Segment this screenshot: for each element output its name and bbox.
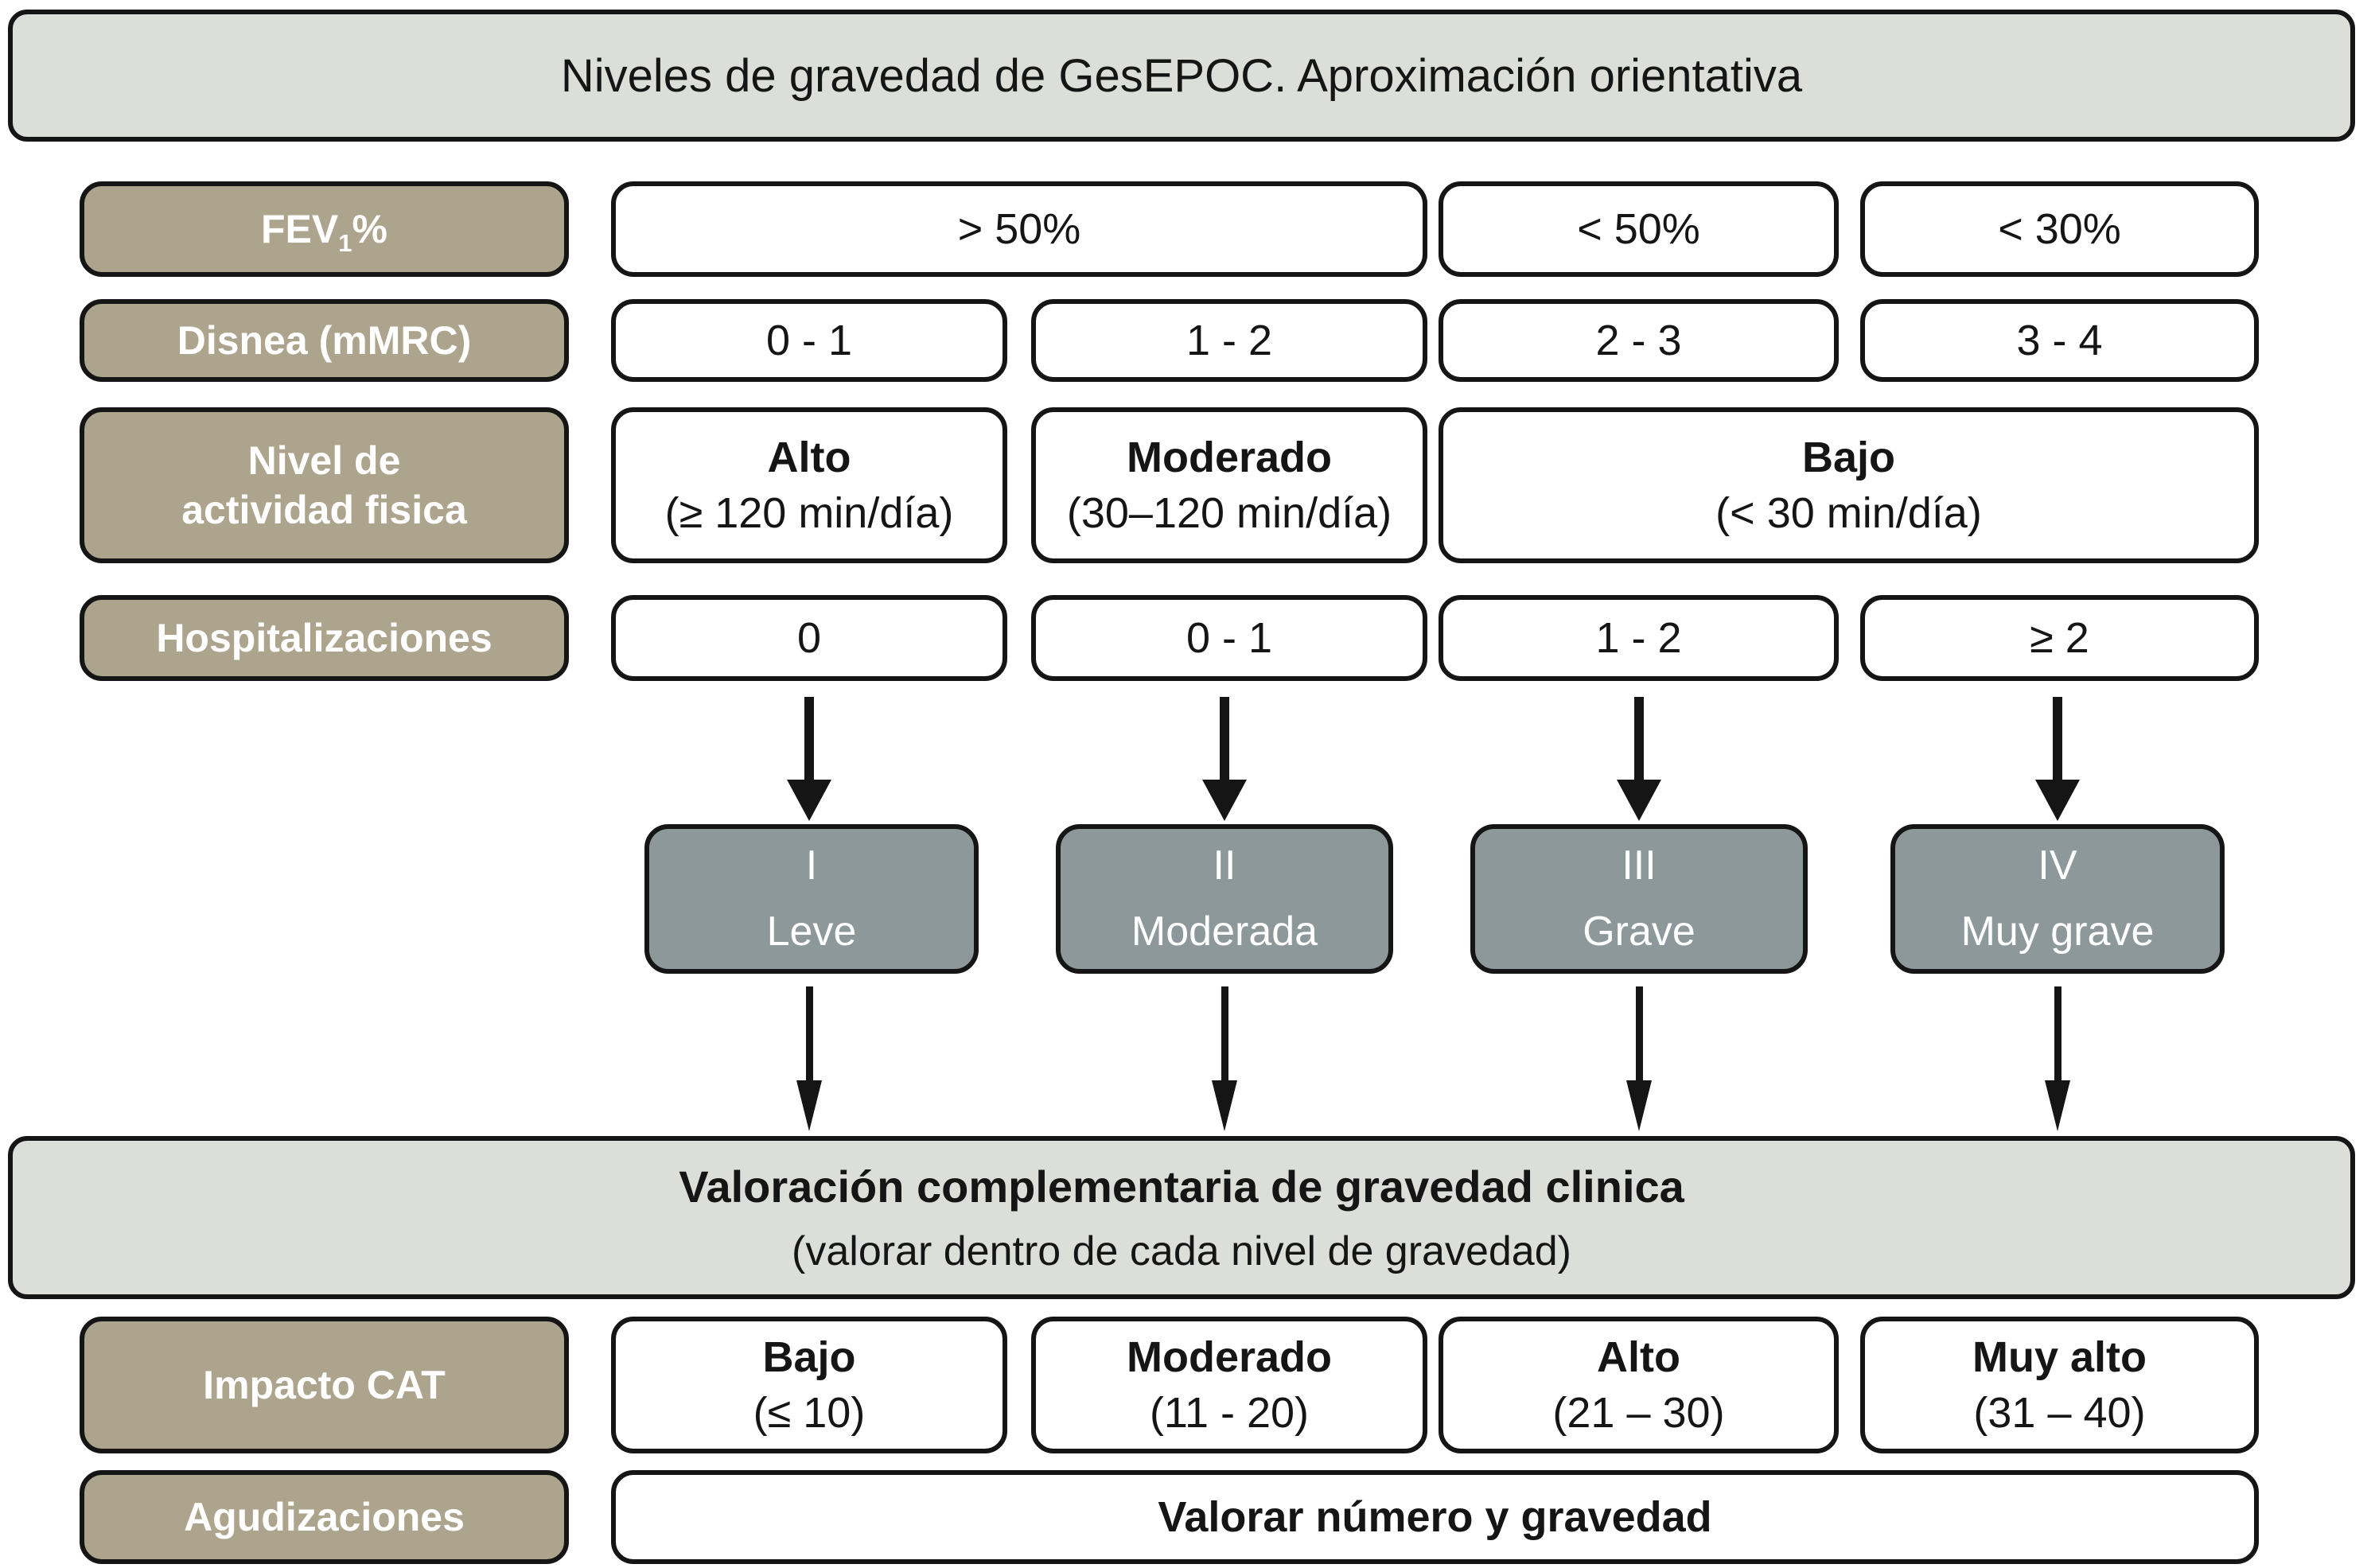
down-arrow-icon [1201,986,1248,1133]
cat-cell-muy-alto: Muy alto (31 – 40) [1860,1317,2259,1453]
cat-bajo-detail: (≤ 10) [753,1389,866,1437]
actividad-cell-alto: Alto (≥ 120 min/día) [611,407,1007,563]
fev1-cell-lt50-text: < 50% [1577,204,1700,253]
agudizaciones-label-text: Agudizaciones [184,1494,465,1539]
fev1-label-text: FEV1% [261,206,387,257]
cat-cell-bajo: Bajo (≤ 10) [611,1317,1007,1453]
severity-box-muy-grave: IV Muy grave [1890,824,2225,974]
hosp-cell-3-text: 1 - 2 [1595,613,1682,662]
severity-3-numeral: III [1622,842,1657,889]
disnea-cell-1: 0 - 1 [611,299,1007,382]
actividad-label-line1: Nivel de [247,438,401,483]
disnea-cell-3-text: 2 - 3 [1595,316,1682,364]
severity-3-name: Grave [1583,909,1696,955]
hospitalizaciones-label-text: Hospitalizaciones [156,615,492,660]
severity-box-moderada: II Moderada [1056,824,1393,974]
actividad-cell-bajo: Bajo (< 30 min/día) [1439,407,2259,563]
hosp-cell-1-text: 0 [796,613,822,662]
fev1-cell-lt50: < 50% [1439,181,1839,277]
row-label-disnea: Disnea (mMRC) [80,299,569,382]
impacto-cat-label-text: Impacto CAT [203,1362,446,1407]
band-title: Valoración complementaria de gravedad cl… [679,1161,1684,1212]
hosp-cell-2: 0 - 1 [1031,595,1427,681]
cat-moderado-detail: (11 - 20) [1149,1389,1310,1437]
fev1-cell-gt50: > 50% [611,181,1427,277]
cat-muy-alto-title: Muy alto [1972,1333,2147,1381]
disnea-cell-2: 1 - 2 [1031,299,1427,382]
cat-cell-moderado: Moderado (11 - 20) [1031,1317,1427,1453]
cat-moderado-title: Moderado [1126,1333,1332,1381]
hosp-cell-3: 1 - 2 [1439,595,1839,681]
cat-bajo-title: Bajo [762,1333,856,1381]
severity-2-name: Moderada [1131,909,1318,955]
severity-box-grave: III Grave [1470,824,1808,974]
cat-cell-alto: Alto (21 – 30) [1439,1317,1839,1453]
fev1-cell-lt30-text: < 30% [1998,204,2121,253]
agudizaciones-cell: Valorar número y gravedad [611,1470,2259,1564]
row-label-impacto-cat: Impacto CAT [80,1317,569,1453]
cat-alto-detail: (21 – 30) [1552,1389,1725,1437]
fev1-percent-sign: % [352,206,387,251]
hosp-cell-4-text: ≥ 2 [2030,613,2089,662]
down-arrow-icon [2034,697,2081,823]
down-arrow-icon [1615,697,1663,823]
row-label-agudizaciones: Agudizaciones [80,1470,569,1564]
actividad-alto-detail: (≥ 120 min/día) [664,489,954,537]
fev1-subscript: 1 [338,228,352,257]
row-label-actividad: Nivel de actividad fisica [80,407,569,563]
diagram-title-text: Niveles de gravedad de GesEPOC. Aproxima… [560,49,1803,102]
hosp-cell-1: 0 [611,595,1007,681]
disnea-cell-3: 2 - 3 [1439,299,1839,382]
down-arrow-icon [2034,986,2081,1133]
band-subtitle: (valorar dentro de cada nivel de graveda… [792,1228,1571,1274]
down-arrow-icon [1201,697,1248,823]
down-arrow-icon [785,697,833,823]
actividad-moderado-title: Moderado [1126,433,1332,481]
severity-4-name: Muy grave [1960,909,2155,955]
row-label-fev1: FEV1% [80,181,569,277]
hosp-cell-4: ≥ 2 [1860,595,2259,681]
severity-4-numeral: IV [2038,842,2077,889]
actividad-bajo-detail: (< 30 min/día) [1715,489,1982,537]
cat-alto-title: Alto [1597,1333,1680,1381]
disnea-cell-4: 3 - 4 [1860,299,2259,382]
fev1-cell-gt50-text: > 50% [957,204,1081,253]
fev1-cell-lt30: < 30% [1860,181,2259,277]
disnea-cell-1-text: 0 - 1 [765,316,853,364]
agudizaciones-cell-text: Valorar número y gravedad [1158,1492,1712,1541]
disnea-cell-4-text: 3 - 4 [2016,316,2103,364]
severity-2-numeral: II [1213,842,1236,889]
down-arrow-icon [1615,986,1663,1133]
severity-1-numeral: I [805,842,818,889]
down-arrow-icon [785,986,833,1133]
disnea-label-text: Disnea (mMRC) [177,317,472,363]
actividad-label-line2: actividad fisica [181,488,467,532]
severity-box-leve: I Leve [644,824,979,974]
actividad-cell-moderado: Moderado (30–120 min/día) [1031,407,1427,563]
disnea-cell-2-text: 1 - 2 [1186,316,1273,364]
actividad-moderado-detail: (30–120 min/día) [1066,489,1392,537]
row-label-hospitalizaciones: Hospitalizaciones [80,595,569,681]
actividad-alto-title: Alto [767,433,851,481]
severity-1-name: Leve [766,909,857,955]
complementary-assessment-band: Valoración complementaria de gravedad cl… [8,1136,2355,1299]
hosp-cell-2-text: 0 - 1 [1186,613,1273,662]
actividad-bajo-title: Bajo [1801,433,1896,481]
cat-muy-alto-detail: (31 – 40) [1973,1389,2146,1437]
diagram-title: Niveles de gravedad de GesEPOC. Aproxima… [8,10,2355,142]
